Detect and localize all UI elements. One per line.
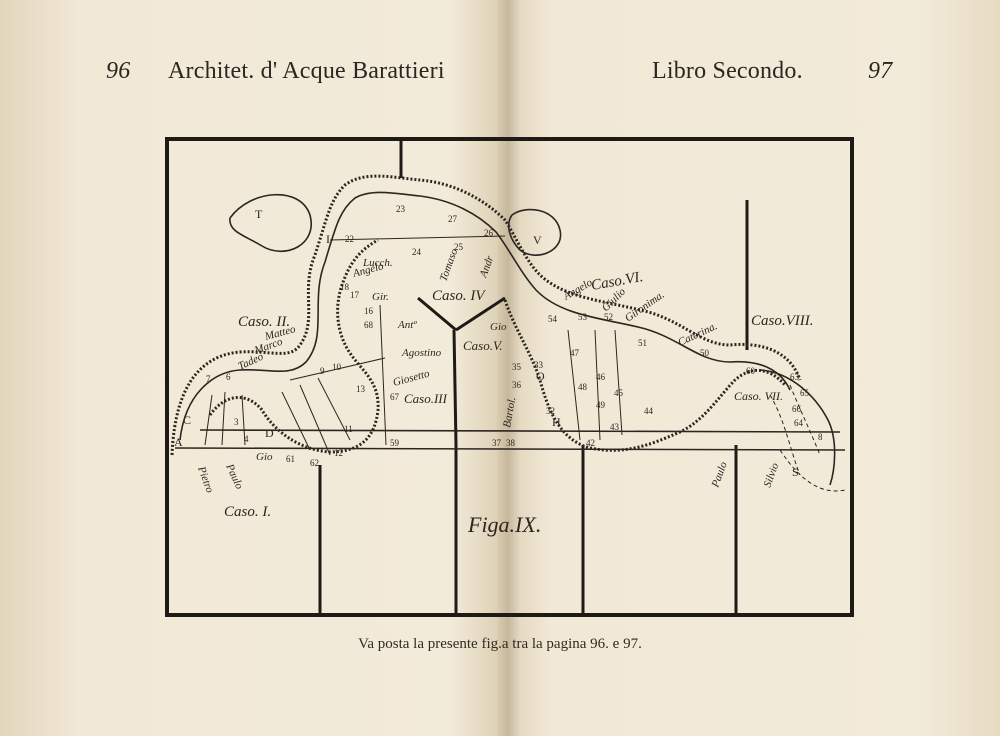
- number-label: 68: [364, 320, 374, 330]
- point-letters: A C D T V I S H O: [174, 207, 799, 479]
- number-label: 42: [586, 438, 595, 448]
- figure-caption: Va posta la presente fig.a tra la pagina…: [358, 636, 642, 652]
- number-label: 35: [512, 362, 522, 372]
- name-label: Paulo: [709, 460, 730, 490]
- name-label: Gio: [490, 321, 507, 333]
- number-label: 65: [800, 388, 810, 398]
- number-label: 37: [492, 438, 502, 448]
- survey-lines: [204, 235, 846, 492]
- case-label: Caso.VIII.: [751, 313, 814, 329]
- case-label: Caso. II.: [238, 314, 290, 330]
- number-label: 38: [506, 438, 516, 448]
- number-label: 62: [310, 458, 319, 468]
- number-label: 10: [332, 362, 342, 372]
- number-label: 66: [792, 404, 802, 414]
- number-label: 44: [644, 406, 654, 416]
- boundary-lines: [318, 139, 749, 615]
- number-label: 67: [390, 392, 400, 402]
- name-label: Antº: [397, 319, 417, 331]
- number-label: 61: [286, 454, 295, 464]
- number-label: 22: [345, 234, 354, 244]
- number-label: 25: [454, 242, 464, 252]
- river-banks: [170, 174, 846, 486]
- number-label: 46: [596, 372, 606, 382]
- letter-label: A: [174, 435, 183, 449]
- name-label: Lucch.: [362, 257, 393, 269]
- number-label: 45: [614, 388, 624, 398]
- number-label: 26: [484, 228, 494, 238]
- number-label: 33: [534, 360, 544, 370]
- figure-title: Figa.IX.: [467, 512, 541, 537]
- name-label: Giosetto: [392, 368, 432, 389]
- name-label: Agostino: [401, 347, 442, 359]
- number-label: 49: [596, 400, 606, 410]
- letter-label: H: [552, 415, 561, 429]
- number-label: 53: [578, 312, 588, 322]
- number-label: 52: [604, 312, 613, 322]
- number-label: 43: [610, 422, 620, 432]
- number-label: 47: [570, 348, 580, 358]
- case-label: Caso.V.: [463, 338, 503, 353]
- name-label: Angelo: [561, 276, 595, 303]
- left-page-number: 96: [106, 58, 131, 84]
- letter-label: S: [792, 465, 799, 479]
- number-label: 60: [746, 366, 756, 376]
- number-label: 36: [512, 380, 522, 390]
- figure-frame: [165, 137, 854, 617]
- letter-label: D: [265, 426, 274, 440]
- letter-label: I: [326, 232, 330, 246]
- case-label: Caso. I.: [224, 504, 271, 520]
- number-label: 9: [320, 366, 325, 376]
- right-page-number: 97: [868, 58, 893, 84]
- number-label: 4: [244, 434, 249, 444]
- number-label: 51: [638, 338, 647, 348]
- number-label: 27: [448, 214, 458, 224]
- number-label: 54: [548, 314, 558, 324]
- letter-label: C: [183, 413, 191, 427]
- case-labels: Caso. I. Caso. II. Caso.III Caso. IV Cas…: [224, 269, 814, 520]
- name-label: Andr: [477, 254, 496, 280]
- number-label: 18: [340, 282, 350, 292]
- number-label: 59: [390, 438, 400, 448]
- left-running-title: Architet. d' Acque Barattieri: [168, 58, 445, 84]
- number-label: 17: [350, 290, 360, 300]
- name-label: Silvio: [762, 461, 782, 489]
- name-label: Paulo: [223, 461, 246, 491]
- name-label: Gironima.: [623, 289, 667, 325]
- number-label: 12: [334, 448, 343, 458]
- case-label: Caso.III: [404, 391, 448, 406]
- number-label: 24: [412, 247, 422, 257]
- name-label: Caterina.: [676, 320, 719, 349]
- name-label: Gio: [256, 451, 273, 463]
- letter-label: T: [255, 207, 263, 221]
- number-label: 7: [206, 374, 211, 384]
- number-label: 23: [396, 204, 406, 214]
- point-numbers: 61 62 12 59 67 16 68 17 18 23 27 24 25 2…: [206, 204, 823, 468]
- case-label: Caso. IV: [432, 288, 486, 304]
- letter-label: O: [536, 369, 545, 383]
- number-label: 3: [234, 417, 239, 427]
- number-label: 48: [578, 382, 588, 392]
- number-label: 16: [364, 306, 374, 316]
- name-label: Bartol.: [501, 396, 518, 428]
- name-label: Gir.: [372, 291, 389, 303]
- number-label: 63: [790, 372, 800, 382]
- number-label: 32: [546, 406, 555, 416]
- name-label: Pietro: [195, 464, 216, 495]
- number-label: 6: [226, 372, 231, 382]
- name-label: Tomaso: [438, 247, 461, 283]
- number-label: 11: [344, 424, 353, 434]
- number-label: 13: [356, 384, 366, 394]
- number-label: 50: [700, 348, 710, 358]
- number-label: 8: [818, 432, 823, 442]
- right-running-title: Libro Secondo.: [652, 58, 803, 84]
- letter-label: V: [533, 233, 542, 247]
- case-label: Caso. VII.: [734, 389, 783, 403]
- number-label: 64: [794, 418, 804, 428]
